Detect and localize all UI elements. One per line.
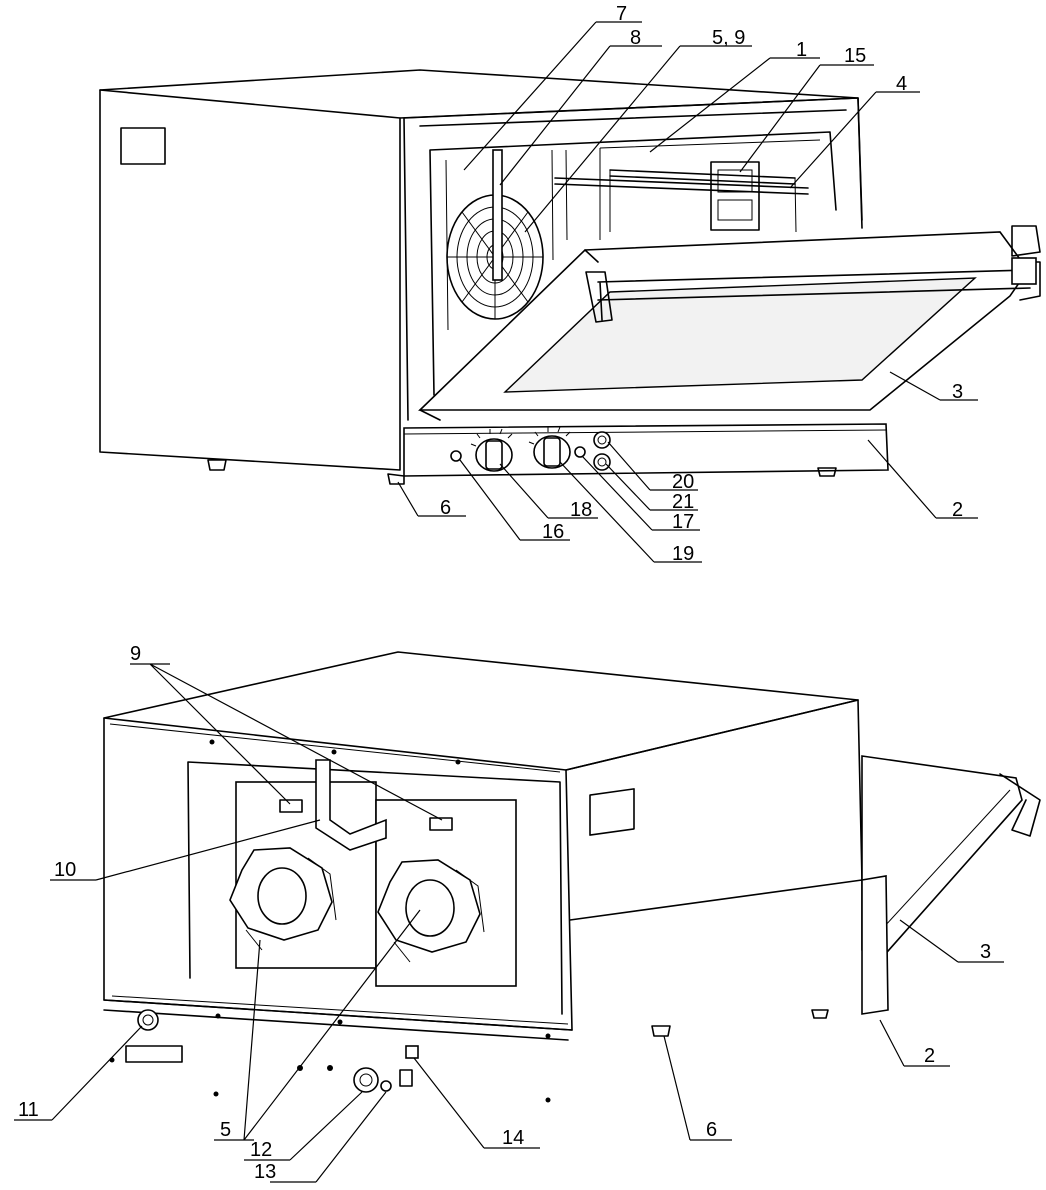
inlet-11 [137, 1009, 159, 1031]
rear-foot [651, 1025, 671, 1037]
rear-cabinet-top [103, 651, 859, 771]
callout-12: 12 [250, 1139, 272, 1161]
sensor-right [429, 817, 453, 831]
callout-6-front: 6 [440, 497, 451, 519]
callout-1: 1 [796, 39, 807, 61]
rear-label-plate [125, 1045, 183, 1063]
rear-cabinet-side [565, 699, 863, 921]
rear-fittings [125, 1009, 419, 1093]
sensor-left [279, 799, 303, 813]
front-view: 7 8 5, 9 1 15 4 3 2 20 21 17 19 18 16 6 [99, 3, 1041, 565]
feet-front [207, 459, 837, 485]
control-panel [403, 423, 889, 477]
callout-11: 11 [18, 1099, 39, 1121]
knob-19 [528, 426, 571, 469]
indicator-16 [450, 450, 462, 462]
left-wall-bars [445, 149, 568, 331]
callout-14: 14 [502, 1127, 524, 1149]
chamber-opening [429, 131, 837, 396]
side-label-plate [120, 127, 166, 165]
connector-13 [380, 1080, 392, 1092]
callout-2-front: 2 [952, 499, 963, 521]
button-20 [593, 431, 611, 449]
chamber-back-wall [599, 139, 821, 240]
rear-view: 9 10 5 11 12 13 14 6 2 3 [14, 643, 1041, 1183]
callout-5-9: 5, 9 [712, 27, 745, 49]
front-frame [403, 97, 863, 421]
valve-14 [405, 1045, 419, 1059]
vent-pipe [315, 759, 387, 851]
rear-foot-2 [811, 1009, 829, 1019]
rear-door [861, 755, 1041, 962]
callout-2-rear: 2 [924, 1045, 935, 1067]
button-21 [593, 453, 611, 471]
cabinet-side-panel [99, 89, 401, 471]
callout-18: 18 [570, 499, 592, 521]
callout-6-rear: 6 [706, 1119, 717, 1141]
callout-20: 20 [672, 471, 694, 493]
callout-16: 16 [542, 521, 564, 543]
rear-side-label [589, 788, 635, 836]
callout-19: 19 [672, 543, 694, 565]
rear-recess [187, 761, 563, 1015]
knob-18 [470, 428, 513, 472]
callout-3-front: 3 [952, 381, 963, 403]
indicator-17 [574, 446, 586, 458]
fan-motor-right [377, 859, 485, 963]
connector-12 [353, 1067, 379, 1093]
callout-4: 4 [896, 73, 907, 95]
callout-10: 10 [54, 859, 76, 881]
lamp-housing [710, 161, 760, 231]
ground-symbol [399, 1069, 413, 1087]
rear-service-panel [103, 999, 573, 1041]
oven-rack [554, 169, 809, 233]
callout-15: 15 [844, 45, 866, 67]
callout-7: 7 [616, 3, 627, 25]
cabinet-top [99, 69, 859, 119]
callout-13: 13 [254, 1161, 276, 1183]
callout-3-rear: 3 [980, 941, 991, 963]
callout-21: 21 [672, 491, 694, 513]
rear-callouts: 9 10 5 11 12 13 14 6 2 3 [18, 643, 991, 1183]
door [418, 225, 1041, 421]
rear-leaders [14, 663, 1004, 1183]
callout-5-rear: 5 [220, 1119, 231, 1141]
callout-9-rear: 9 [130, 643, 141, 665]
probe-bar [492, 149, 503, 281]
callout-17: 17 [672, 511, 694, 533]
front-callouts: 7 8 5, 9 1 15 4 3 2 20 21 17 19 18 16 6 [440, 3, 963, 565]
callout-8: 8 [630, 27, 641, 49]
rear-control-box [861, 875, 889, 1015]
front-leaders [397, 21, 978, 563]
